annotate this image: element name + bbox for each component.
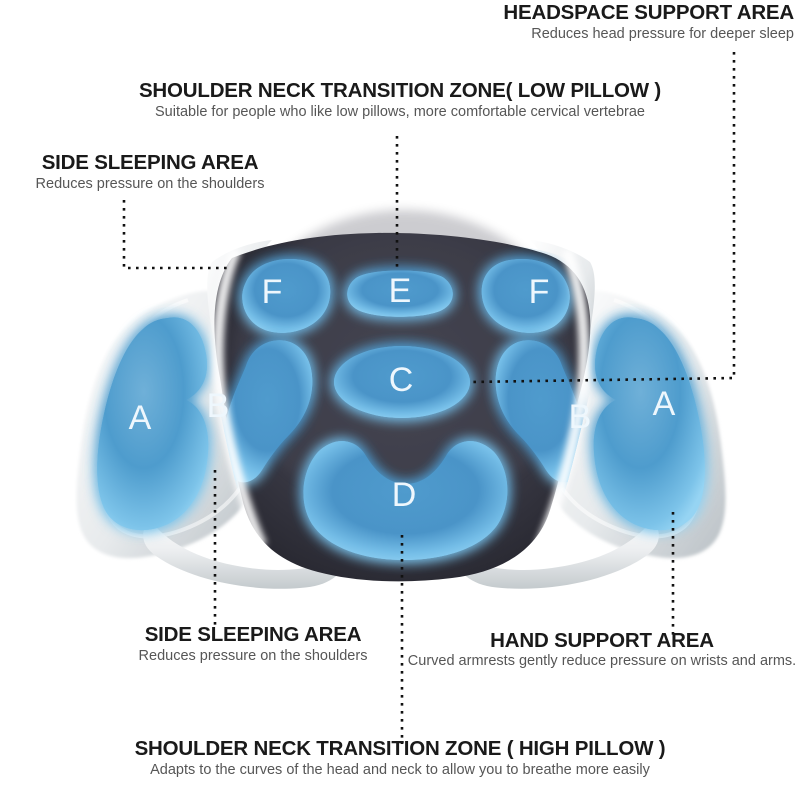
callout-shoulder-neck-low-pillow: SHOULDER NECK TRANSITION ZONE( LOW PILLO… [0,80,800,120]
callout-title: SHOULDER NECK TRANSITION ZONE ( HIGH PIL… [134,737,666,760]
lower-right-foam [446,520,659,589]
zone-F-left [242,258,331,333]
zone-A-right [593,317,705,531]
pillow-zone-group [222,258,586,560]
zone-letter-C: C [389,361,414,399]
callout-title: HAND SUPPORT AREA [490,629,714,652]
leader-lines [122,52,736,744]
zone-D-center [303,441,508,560]
callout-hand-support-area: HAND SUPPORT AREA Curved armrests gently… [404,630,800,669]
zone-letter-F-right: F [529,273,550,311]
zone-letter-B-left: B [207,387,230,425]
zone-F-right [481,258,570,333]
callout-headspace-support-area: HEADSPACE SUPPORT AREA Reduces head pres… [0,2,800,42]
callout-title: SIDE SLEEPING AREA [144,623,362,646]
zone-letter-B-right: B [569,398,592,436]
callout-title: SHOULDER NECK TRANSITION ZONE( LOW PILLO… [138,79,662,102]
callout-title: HEADSPACE SUPPORT AREA [503,1,794,24]
right-body-seam [534,247,590,549]
zone-B-left [222,340,313,483]
callout-subtitle: Suitable for people who like low pillows… [154,103,645,120]
left-body-seam [212,247,268,549]
callout-subtitle: Reduces head pressure for deeper sleep [531,25,794,42]
pillow-lower-foam [143,520,659,589]
callout-subtitle: Reduces pressure on the shoulders [35,175,265,192]
side-left-leader [122,200,232,270]
zone-A-left [97,317,209,531]
callout-subtitle: Curved armrests gently reduce pressure o… [407,652,797,669]
zone-C-center [334,346,470,418]
callout-shoulder-neck-high-pillow: SHOULDER NECK TRANSITION ZONE ( HIGH PIL… [0,738,800,778]
zone-letters: A A B B C D E F F [129,272,676,514]
lower-left-foam [143,520,356,589]
zone-letter-A-right: A [653,385,676,423]
callout-title: SIDE SLEEPING AREA [41,151,259,174]
callout-subtitle: Adapts to the curves of the head and nec… [150,761,650,778]
callout-side-sleeping-area-upper: SIDE SLEEPING AREA Reduces pressure on t… [0,152,300,192]
zone-E-center [347,270,453,317]
zone-B-right [495,340,586,483]
zone-letter-F-left: F [262,273,283,311]
zone-letter-E: E [389,272,412,310]
callout-side-sleeping-area-lower: SIDE SLEEPING AREA Reduces pressure on t… [88,624,418,664]
zone-letter-D: D [392,476,417,514]
zone-letter-A-left: A [129,399,152,437]
callout-subtitle: Reduces pressure on the shoulders [138,647,368,664]
